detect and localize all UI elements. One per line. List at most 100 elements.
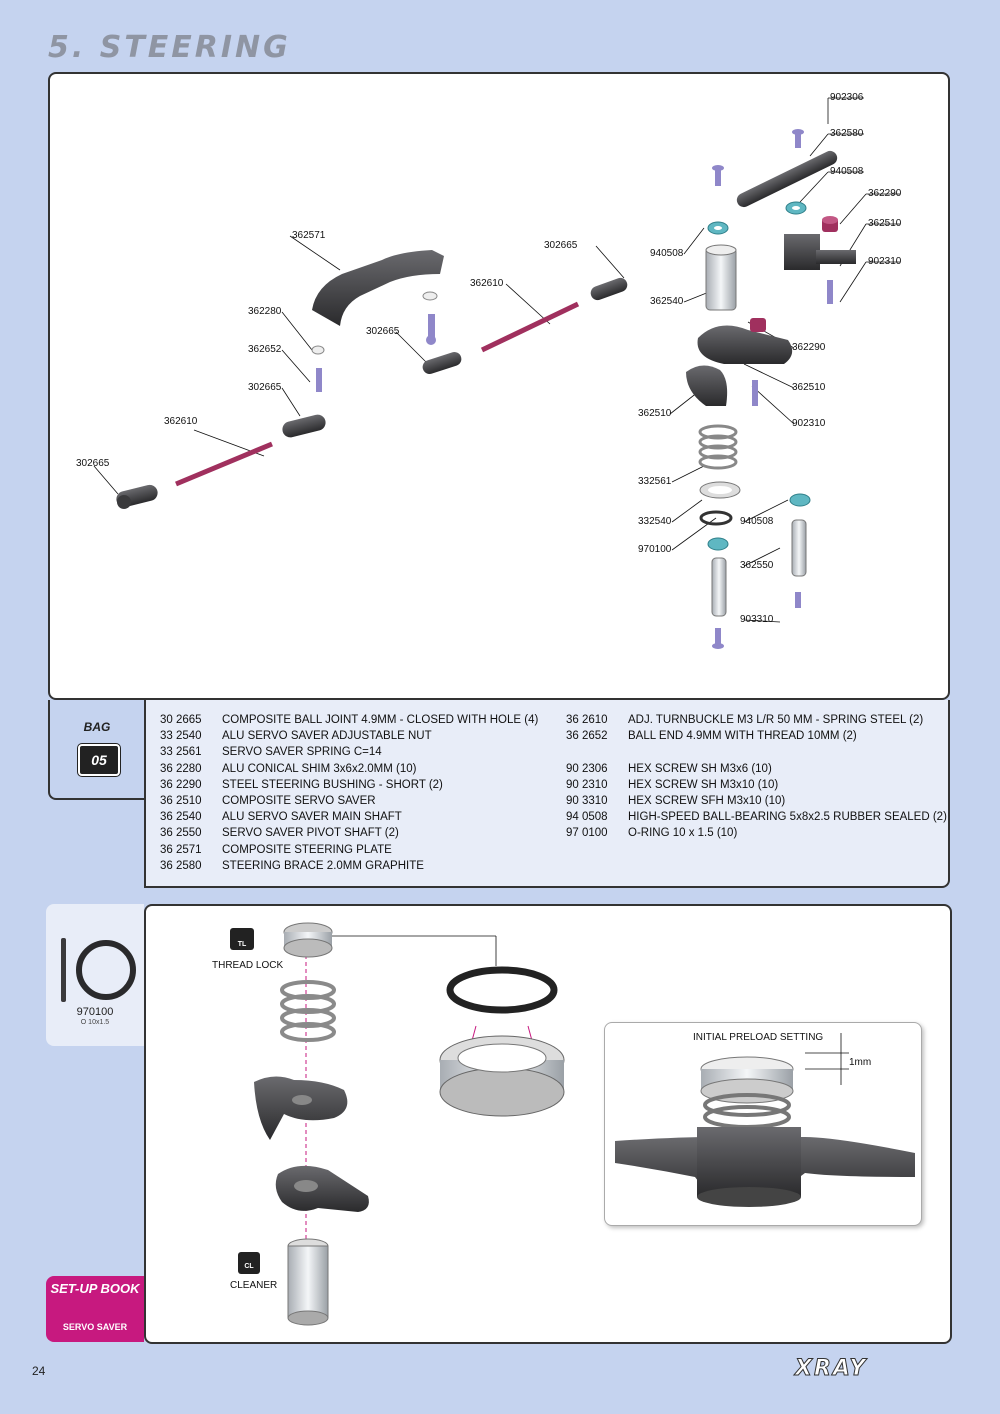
label-362540: 362540 bbox=[650, 296, 684, 307]
servo-saver-362510-c bbox=[686, 365, 728, 406]
pivot-shaft-362550-b bbox=[711, 557, 727, 617]
adjustable-nut-332540 bbox=[699, 481, 741, 499]
ball-joint-302665-d bbox=[116, 484, 158, 509]
setup-book-badge: SET-UP BOOK SERVO SAVER bbox=[46, 1276, 144, 1342]
o-ring-970100 bbox=[699, 510, 733, 526]
thread-lock-label: THREAD LOCK bbox=[212, 960, 283, 971]
oring-size: O 10x1.5 bbox=[80, 1019, 110, 1026]
label-903310: 903310 bbox=[740, 614, 774, 625]
oring-reference: 970100 O 10x1.5 bbox=[46, 904, 144, 1046]
bag-label: BAG bbox=[83, 720, 111, 734]
svg-text:CL: CL bbox=[244, 1263, 254, 1270]
oring-icon bbox=[61, 938, 136, 1002]
screw-902310-b bbox=[752, 380, 758, 406]
preload-value: 1mm bbox=[849, 1057, 871, 1068]
pivot-shaft-362550-a bbox=[791, 519, 807, 577]
spring bbox=[280, 980, 336, 1042]
cleaner-label: CLEANER bbox=[230, 1280, 277, 1291]
servo-saver-lower bbox=[254, 1076, 348, 1140]
exploded-view-panel: 902306 362580 940508 362290 362510 90231… bbox=[48, 72, 950, 700]
label-302665-b: 302665 bbox=[366, 326, 400, 337]
bag-number: 05 bbox=[78, 744, 120, 776]
bag-indicator: BAG 05 bbox=[48, 700, 144, 800]
label-902306: 902306 bbox=[830, 92, 864, 103]
preload-servo-saver bbox=[615, 1127, 915, 1207]
ball-joint-302665-a bbox=[590, 277, 628, 301]
label-302665-d: 302665 bbox=[76, 458, 110, 469]
ball-end-362652-left bbox=[316, 368, 322, 392]
part-row bbox=[566, 744, 947, 760]
label-362610-b: 362610 bbox=[164, 416, 198, 427]
bearing-940508-d bbox=[707, 537, 729, 551]
label-362550: 362550 bbox=[740, 560, 774, 571]
label-302665-c: 302665 bbox=[248, 382, 282, 393]
adjustable-nut bbox=[283, 922, 333, 958]
screw-902310-a bbox=[827, 280, 833, 304]
bushing-362290-b bbox=[750, 318, 766, 332]
label-362510-b: 362510 bbox=[792, 382, 826, 393]
cleaner-icon: CL bbox=[238, 1252, 260, 1274]
steering-plate-362571 bbox=[312, 250, 444, 326]
o-ring-detail bbox=[446, 966, 558, 1014]
label-362652: 362652 bbox=[248, 344, 282, 355]
ball-joint-302665-b bbox=[422, 351, 462, 375]
assembly-diagram: TL THREAD LOCK CL CLEANER bbox=[212, 922, 565, 1326]
label-902310: 902310 bbox=[868, 256, 902, 267]
main-shaft-362540 bbox=[705, 244, 737, 311]
bearing-940508-c bbox=[789, 493, 811, 507]
preload-diagram: INITIAL PRELOAD SETTING 1mm bbox=[615, 1032, 915, 1207]
label-362580: 362580 bbox=[830, 128, 864, 139]
setup-book-title: SET-UP BOOK bbox=[50, 1281, 140, 1296]
exploded-view-diagram: 902306 362580 940508 362290 362510 90231… bbox=[76, 92, 902, 649]
preload-title: INITIAL PRELOAD SETTING bbox=[693, 1032, 823, 1043]
label-362280: 362280 bbox=[248, 306, 282, 317]
label-362610: 362610 bbox=[470, 278, 504, 289]
preload-setting-inset: INITIAL PRELOAD SETTING 1mm bbox=[604, 1022, 922, 1226]
oring-code: 970100 bbox=[76, 1006, 114, 1018]
servo-saver-upper bbox=[275, 1165, 369, 1212]
screw-903310-a bbox=[795, 592, 801, 608]
part-labels: 902306 362580 940508 362290 362510 90231… bbox=[76, 92, 902, 625]
label-970100: 970100 bbox=[638, 544, 672, 555]
label-362510-c: 362510 bbox=[638, 408, 672, 419]
ball-joint-302665-c bbox=[282, 414, 326, 438]
screw-top-left bbox=[712, 165, 724, 186]
bearing-940508-b bbox=[707, 221, 729, 235]
screw-903310-b bbox=[712, 628, 724, 649]
shim-362280 bbox=[422, 291, 438, 301]
shim-362280-left bbox=[311, 345, 325, 355]
label-362571: 362571 bbox=[292, 230, 326, 241]
label-332540: 332540 bbox=[638, 516, 672, 527]
label-302665: 302665 bbox=[544, 240, 578, 251]
page-number: 24 bbox=[32, 1364, 46, 1378]
spring-332561 bbox=[698, 424, 738, 470]
main-shaft bbox=[287, 1238, 329, 1326]
label-940508-b: 940508 bbox=[650, 248, 684, 259]
label-362290: 362290 bbox=[868, 188, 902, 199]
turnbuckle-362610-b bbox=[175, 441, 273, 487]
steering-brace-362580 bbox=[736, 150, 838, 208]
bearing-940508-a bbox=[785, 201, 807, 215]
brand-logo: XRAY bbox=[794, 1356, 868, 1382]
page-title: 5. STEERING bbox=[48, 30, 291, 65]
label-940508: 940508 bbox=[830, 166, 864, 177]
bushing-362290-a bbox=[822, 216, 838, 232]
servo-saver-362510-a bbox=[784, 234, 856, 270]
leader-lines bbox=[93, 97, 900, 623]
label-362510: 362510 bbox=[868, 218, 902, 229]
label-902310-b: 902310 bbox=[792, 418, 826, 429]
